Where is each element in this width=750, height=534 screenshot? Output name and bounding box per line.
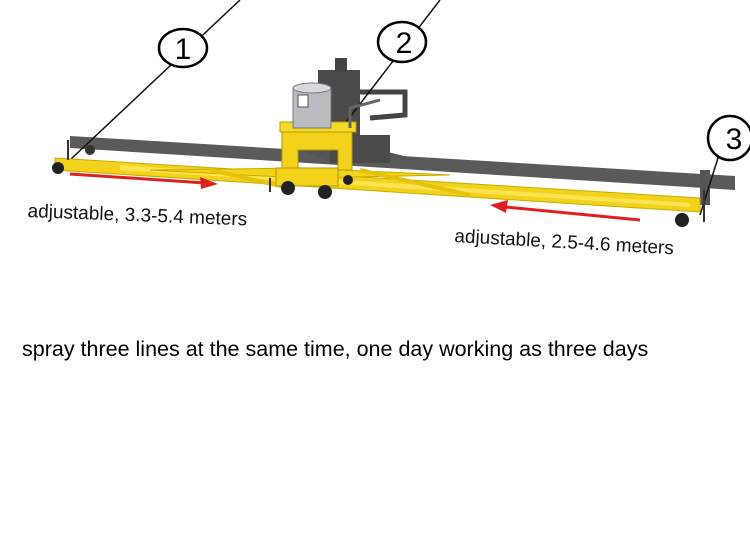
yellow-spray-frame bbox=[54, 98, 701, 213]
spray-guns bbox=[67, 140, 705, 222]
callout-2-number: 2 bbox=[396, 27, 413, 60]
callout-1-number: 1 bbox=[175, 33, 192, 66]
callout-3: 3 bbox=[706, 114, 750, 162]
callout-1: 1 bbox=[157, 27, 209, 69]
left-arrow bbox=[69, 172, 206, 185]
caption-text: spray three lines at the same time, one … bbox=[22, 337, 649, 361]
wheels bbox=[52, 162, 689, 227]
callout-2: 2 bbox=[376, 20, 428, 64]
adjust-arrows bbox=[69, 172, 641, 222]
callout-3-number: 3 bbox=[726, 123, 743, 156]
right-arrow bbox=[504, 205, 641, 222]
paint-tank bbox=[292, 82, 332, 129]
